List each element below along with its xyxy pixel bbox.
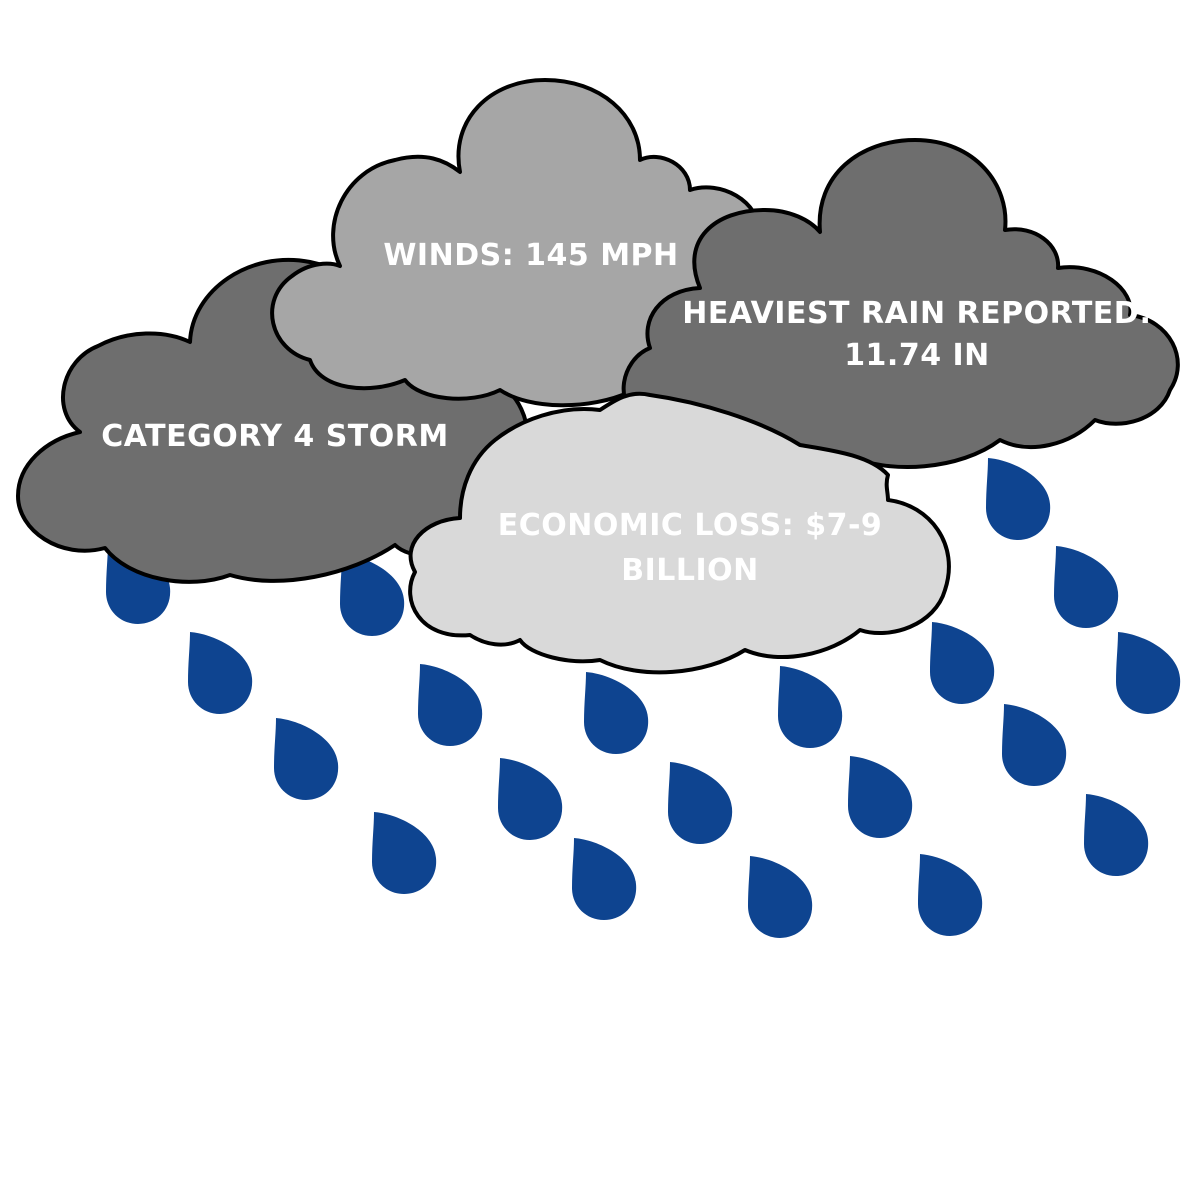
economic-label-line1: Economic loss: $7-9	[498, 508, 883, 543]
raindrop	[918, 854, 983, 936]
winds-label: Winds: 145 mph	[383, 238, 678, 273]
raindrop	[372, 812, 437, 894]
category-label: Category 4 Storm	[101, 419, 448, 454]
raindrop	[986, 458, 1051, 540]
raindrop	[584, 672, 649, 754]
raindrop	[274, 718, 339, 800]
rain-label-line1: Heaviest rain reported:	[682, 296, 1151, 331]
rain-label-line2: 11.74 in	[844, 338, 990, 373]
raindrop	[1002, 704, 1067, 786]
raindrop	[848, 756, 913, 838]
raindrop	[1116, 632, 1181, 714]
economic-cloud	[408, 391, 951, 675]
raindrop	[188, 632, 253, 714]
raindrop	[930, 622, 995, 704]
raindrop	[668, 762, 733, 844]
raindrop	[498, 758, 563, 840]
raindrop	[1084, 794, 1149, 876]
raindrop	[1054, 546, 1119, 628]
raindrop	[778, 666, 843, 748]
raindrop	[418, 664, 483, 746]
raindrop	[572, 838, 637, 920]
raindrop	[748, 856, 813, 938]
economic-label-line2: billion	[621, 553, 759, 588]
rain-cloud	[621, 138, 1180, 469]
